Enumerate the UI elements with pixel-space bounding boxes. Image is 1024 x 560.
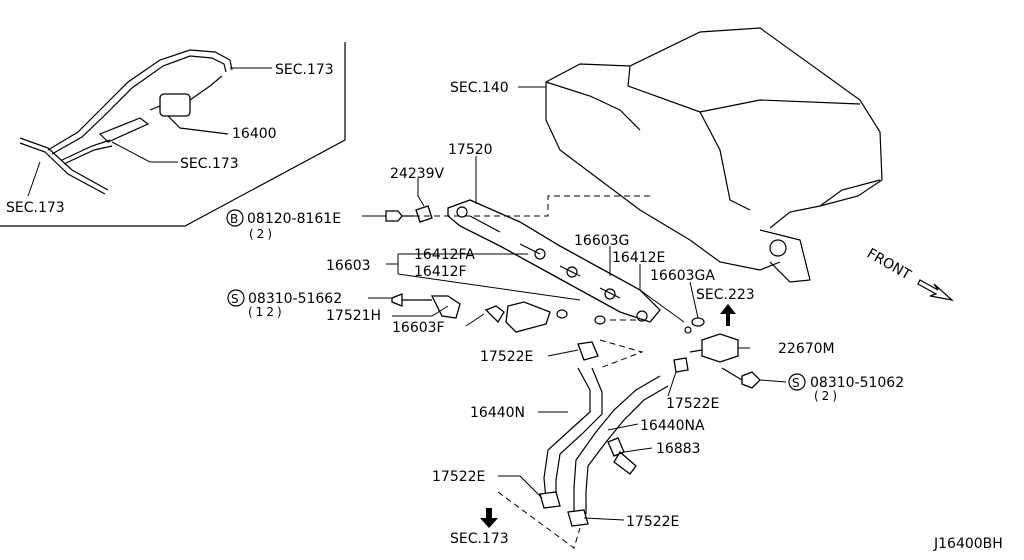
screw-qty: (12): [248, 305, 285, 319]
rail-mounting-bolt: [385, 195, 650, 223]
label-16412f: 16412F: [414, 264, 467, 280]
label-08310-51062: 08310-51062: [810, 375, 904, 391]
callout-bolt-08120: B 08120-8161E (2): [226, 209, 341, 241]
label-16603g: 16603G: [574, 233, 629, 249]
inset-sec173-middle: SEC.173: [180, 156, 239, 172]
label-17522e-right: 17522E: [666, 396, 719, 412]
label-sec173-bottom: SEC.173: [450, 531, 509, 547]
label-08310-51662: 08310-51662: [248, 291, 342, 307]
label-16883: 16883: [656, 441, 701, 457]
label-17522e-bottom: 17522E: [626, 514, 679, 530]
front-arrow: FRONT: [864, 246, 954, 301]
inset-fuel-filter: [0, 42, 346, 227]
label-17522e-upper: 17522E: [480, 349, 533, 365]
screw2-qty: (2): [814, 389, 840, 403]
bolt-qty: (2): [249, 227, 275, 241]
diagram-code: J16400BH: [933, 536, 1003, 552]
leader-lines: [362, 86, 787, 521]
screw-badge: S: [231, 292, 239, 306]
label-24239v: 24239V: [390, 166, 445, 182]
pressure-regulator: [684, 317, 761, 389]
direction-arrows: [480, 304, 736, 528]
fuel-filter-part-number: 16400: [232, 126, 277, 142]
fuel-rail: [447, 199, 661, 323]
label-16440n: 16440N: [470, 405, 525, 421]
label-17520: 17520: [448, 142, 493, 158]
callout-screw-08310-51062: S 08310-51062 (2): [788, 373, 904, 403]
bolt-badge: B: [230, 212, 238, 226]
label-16603: 16603: [326, 258, 371, 274]
label-08120-8161e: 08120-8161E: [247, 211, 341, 227]
screw2-badge: S: [792, 376, 800, 390]
label-17522e-lower: 17522E: [432, 469, 485, 485]
label-sec223: SEC.223: [696, 287, 755, 303]
fuel-hoses: [497, 339, 689, 549]
callout-screw-08310-51662: S 08310-51662 (12): [227, 289, 342, 319]
label-22670m: 22670M: [778, 341, 835, 357]
label-16603f: 16603F: [392, 320, 445, 336]
label-16603ga: 16603GA: [650, 268, 715, 284]
label-16412fa: 16412FA: [414, 247, 475, 263]
front-label: FRONT: [864, 246, 914, 284]
inset-sec173-top: SEC.173: [275, 62, 334, 78]
label-16440na: 16440NA: [640, 418, 705, 434]
label-sec140: SEC.140: [450, 80, 509, 96]
label-16412e: 16412E: [612, 250, 665, 266]
label-17521h: 17521H: [326, 308, 381, 324]
inset-sec173-left: SEC.173: [6, 200, 65, 216]
intake-manifold: [545, 27, 883, 283]
